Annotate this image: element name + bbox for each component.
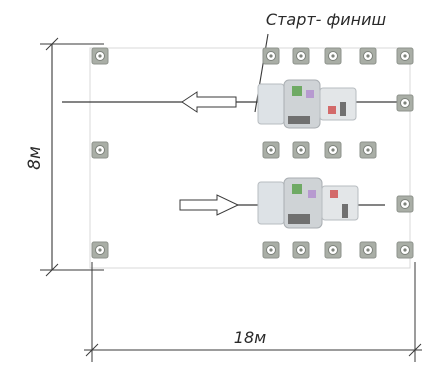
- cone-icon: [396, 195, 414, 213]
- height-dimension: [40, 37, 104, 277]
- cone-icon: [396, 47, 414, 65]
- width-dimension: [84, 262, 422, 362]
- cone-icon: [324, 47, 342, 65]
- start-finish-leader: [254, 33, 269, 113]
- cone-icon: [292, 241, 310, 259]
- cone-icon: [91, 141, 109, 159]
- cone-icon: [292, 141, 310, 159]
- right-arrow-icon: [179, 194, 240, 216]
- robot-lower: [257, 177, 359, 229]
- cone-icon: [324, 241, 342, 259]
- cone-icon: [262, 141, 280, 159]
- width-label: 18м: [234, 328, 266, 347]
- left-arrow-icon: [181, 91, 237, 113]
- cone-icon: [359, 141, 377, 159]
- course-area: [89, 47, 411, 269]
- cone-icon: [262, 47, 280, 65]
- cone-icon: [396, 94, 414, 112]
- robot-upper: [257, 79, 357, 129]
- cone-icon: [91, 241, 109, 259]
- cone-icon: [292, 47, 310, 65]
- cone-icon: [359, 241, 377, 259]
- cone-icon: [262, 241, 280, 259]
- cone-icon: [91, 47, 109, 65]
- cone-icon: [396, 241, 414, 259]
- start-finish-label: Старт- финиш: [266, 10, 387, 29]
- cone-icon: [359, 47, 377, 65]
- cone-icon: [324, 141, 342, 159]
- height-label: 8м: [25, 146, 45, 170]
- cone-markers: [91, 47, 414, 259]
